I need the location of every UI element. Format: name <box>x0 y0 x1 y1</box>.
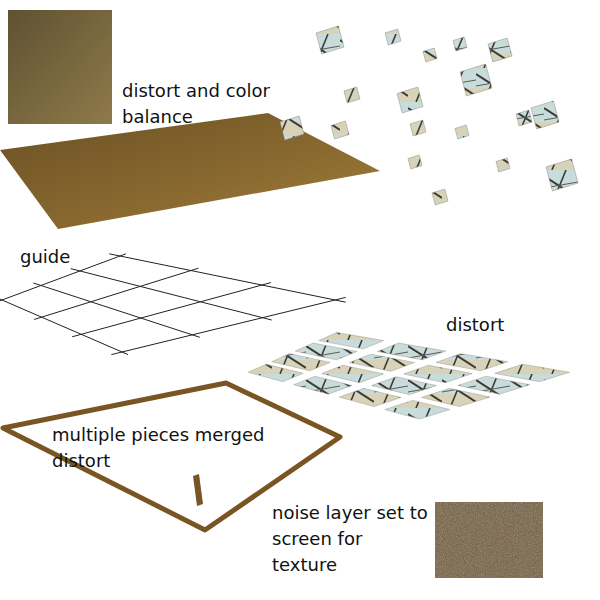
frame-piece <box>193 474 203 506</box>
glass-tile <box>319 333 384 349</box>
glass-piece <box>397 87 423 113</box>
glass-piece <box>455 125 469 139</box>
glass-piece <box>453 37 467 51</box>
glass-piece <box>423 48 437 62</box>
glass-piece <box>516 110 532 126</box>
guide-line <box>72 283 271 337</box>
glass-piece <box>410 120 426 136</box>
glass-tile <box>436 354 508 371</box>
guide-grid <box>0 254 346 355</box>
glass-piece <box>460 64 492 96</box>
guide-line <box>71 269 272 320</box>
glass-tile <box>377 343 445 360</box>
note-label: noise layer set to screen for texture <box>272 500 430 578</box>
guide-line <box>34 268 198 319</box>
glass-pieces <box>280 26 578 205</box>
glass-tile <box>421 388 489 406</box>
guide-line <box>109 254 346 302</box>
glass-piece <box>546 159 578 191</box>
glass-tile <box>339 388 401 406</box>
glass-tile <box>372 377 437 395</box>
note-label: guide <box>20 244 100 270</box>
distorted-tiles <box>248 333 569 419</box>
glass-piece <box>385 29 401 45</box>
note-label: multiple pieces merged distort <box>52 422 312 474</box>
color-swatch <box>8 10 112 124</box>
glass-piece <box>488 38 512 62</box>
glass-tile <box>495 364 570 381</box>
glass-piece <box>280 116 304 140</box>
guide-line <box>33 283 199 337</box>
distorted-plane <box>0 113 380 229</box>
glass-tile <box>404 365 472 382</box>
glass-piece <box>531 101 559 129</box>
glass-piece <box>432 189 448 205</box>
glass-piece <box>344 87 360 103</box>
glass-piece <box>496 158 510 172</box>
glass-tile <box>385 400 450 419</box>
noise-swatch <box>435 502 543 578</box>
glass-piece <box>331 121 349 139</box>
glass-piece <box>316 26 344 54</box>
guide-line <box>0 297 128 354</box>
note-label: distort and color balance <box>122 78 282 130</box>
glass-piece <box>408 155 422 169</box>
note-label: distort <box>446 312 546 338</box>
glass-tile <box>458 376 530 394</box>
